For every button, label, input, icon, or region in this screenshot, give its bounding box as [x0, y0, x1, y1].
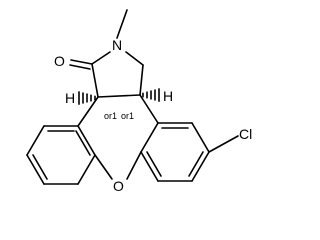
bond-c3a-right-ring	[139, 94, 159, 124]
bond-n-methyl	[116, 9, 128, 39]
structure-canvas: O N H H Cl O or1 or1	[26, 9, 252, 194]
bond-carbonyl-o-2	[69, 64, 91, 70]
stereo-label-left: or1	[104, 111, 117, 121]
bond-left-ring-o	[94, 154, 113, 180]
atom-label-o-ether: O	[113, 178, 124, 194]
bond-ring-cl	[208, 135, 239, 153]
bond-c3a-c12b	[97, 94, 141, 98]
bond-n-carbonyl	[91, 51, 111, 65]
atom-label-cl: Cl	[239, 126, 252, 142]
bond-carbonyl-o-1	[70, 59, 93, 65]
bond-o-right-ring	[126, 151, 142, 180]
atom-label-n: N	[112, 37, 122, 53]
left-benzene-ring	[26, 125, 96, 185]
bond-ch2-c3a	[139, 64, 144, 96]
atom-label-h-left: H	[65, 90, 75, 106]
hashed-bond-left	[78, 91, 96, 105]
atom-label-o-carbonyl: O	[54, 53, 65, 69]
bond-n-ch2	[125, 51, 144, 66]
bond-c12b-left-ring	[77, 96, 99, 127]
atom-label-h-right: H	[163, 88, 173, 104]
molecule-drawing: O N H H Cl O or1 or1	[26, 9, 252, 194]
bond-c12b-carbonyl	[91, 63, 99, 98]
stereo-label-right: or1	[121, 111, 134, 121]
hashed-bond-right	[142, 88, 160, 102]
right-benzene-ring	[140, 122, 210, 182]
